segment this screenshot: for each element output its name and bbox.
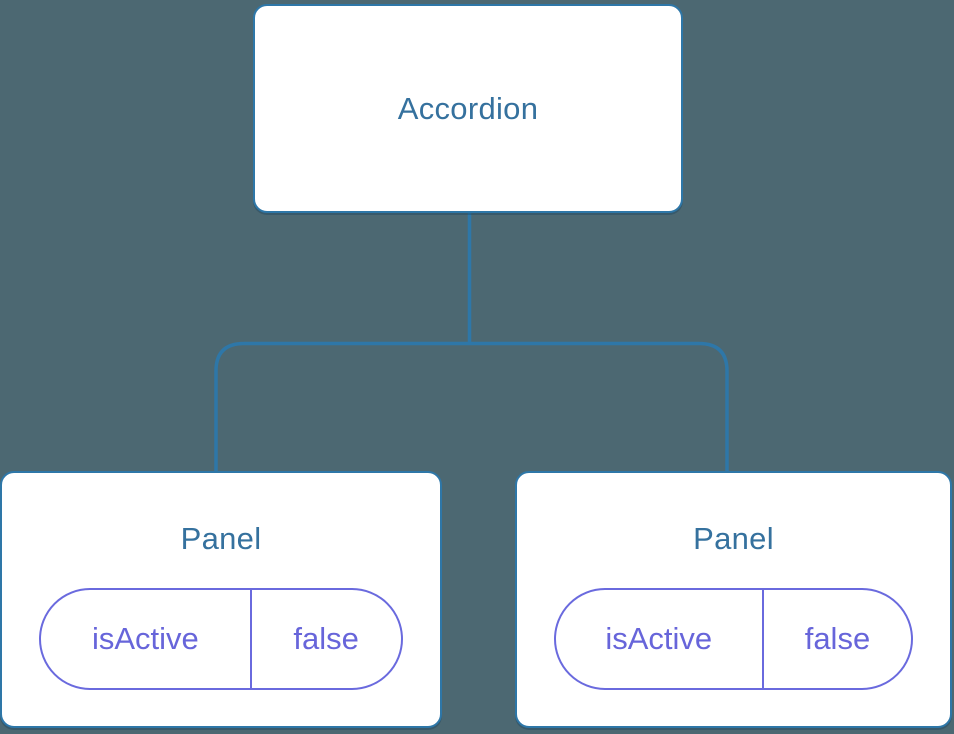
prop-pill: isActive false (553, 588, 914, 690)
accordion-node: Accordion (253, 4, 683, 213)
accordion-label: Accordion (397, 90, 539, 126)
panel-label: Panel (693, 521, 774, 556)
panel-label: Panel (180, 521, 262, 556)
panel-node-left: Panel isActive false (0, 471, 442, 728)
branch-bracket-line (214, 341, 729, 472)
panel-node-right: Panel isActive false (515, 471, 952, 728)
prop-pill: isActive false (39, 588, 403, 690)
prop-value-cell: false (293, 621, 359, 656)
prop-name-cell: isActive (41, 590, 252, 688)
prop-name-cell: isActive (556, 590, 764, 688)
prop-value-cell: false (804, 621, 871, 656)
